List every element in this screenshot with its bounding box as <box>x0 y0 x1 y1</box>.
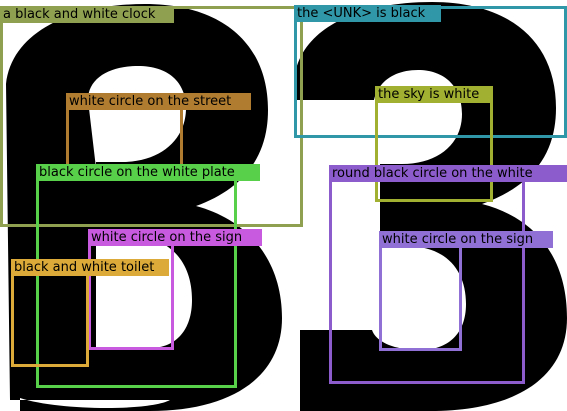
caption-toilet: black and white toilet <box>11 259 169 276</box>
caption-sky: the sky is white <box>375 86 493 103</box>
region-box-sign-right <box>379 231 462 351</box>
caption-clock: a black and white clock <box>0 6 174 23</box>
caption-unk-black: the <UNK> is black <box>294 5 441 22</box>
digit-three-right <box>294 2 567 411</box>
caption-sign-right: white circle on the sign <box>379 231 553 248</box>
caption-sign-left: white circle on the sign <box>88 229 262 246</box>
caption-street: white circle on the street <box>66 93 251 110</box>
region-box-sign-left <box>88 229 174 350</box>
caption-round-black: round black circle on the white <box>329 165 567 182</box>
caption-plate: black circle on the white plate <box>36 164 260 181</box>
